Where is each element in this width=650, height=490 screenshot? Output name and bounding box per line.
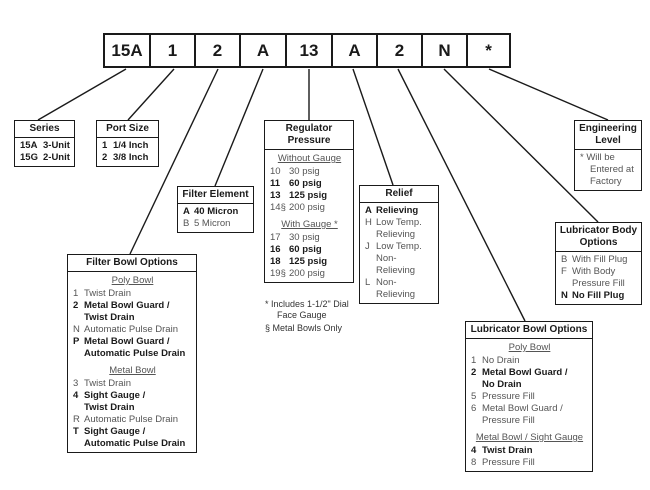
code-lub-body: N [421, 33, 468, 68]
filter-element-title: Filter Element [178, 187, 253, 204]
regulator-without-gauge-heading: Without Gauge [277, 153, 342, 164]
regulator-option: 14§200 psig [270, 202, 325, 213]
regulator-with-gauge-heading: With Gauge * [281, 219, 338, 230]
code-filter-bowl: 2 [194, 33, 241, 68]
regulator-note-gauge: * Includes 1-1/2" Dial Face Gauge [265, 299, 349, 320]
code-port-size: 1 [149, 33, 196, 68]
code-lub-bowl: 2 [376, 33, 423, 68]
connector-engineering [488, 68, 609, 121]
regulator-option: 19§200 psig [270, 268, 325, 279]
code-filter-element: A [239, 33, 287, 68]
engineering-note: * Will be [580, 152, 615, 163]
code-series: 15A [103, 33, 151, 68]
code-relief: A [331, 33, 378, 68]
connector-series [37, 68, 127, 121]
lub-bowl-poly-heading: Poly Bowl [508, 342, 551, 353]
connector-port-size [127, 68, 175, 121]
relief-title: Relief [360, 186, 438, 203]
lub-bowl-metal-heading: Metal Bowl / Sight Gauge [475, 432, 584, 443]
code-engineering: * [466, 33, 511, 68]
regulator-note-metal: § Metal Bowls Only [265, 323, 343, 333]
lub-bowl-title: Lubricator Bowl Options [466, 322, 592, 339]
code-regulator: 13 [285, 33, 333, 68]
connector-filter-element [214, 68, 264, 187]
filter-bowl-title: Filter Bowl Options [68, 255, 196, 272]
series-title: Series [15, 121, 74, 138]
filter-bowl-poly-heading: Poly Bowl [111, 275, 154, 286]
connector-relief [352, 68, 394, 186]
filter-bowl-metal-heading: Metal Bowl [109, 365, 156, 376]
port-size-title: Port Size [97, 121, 158, 138]
